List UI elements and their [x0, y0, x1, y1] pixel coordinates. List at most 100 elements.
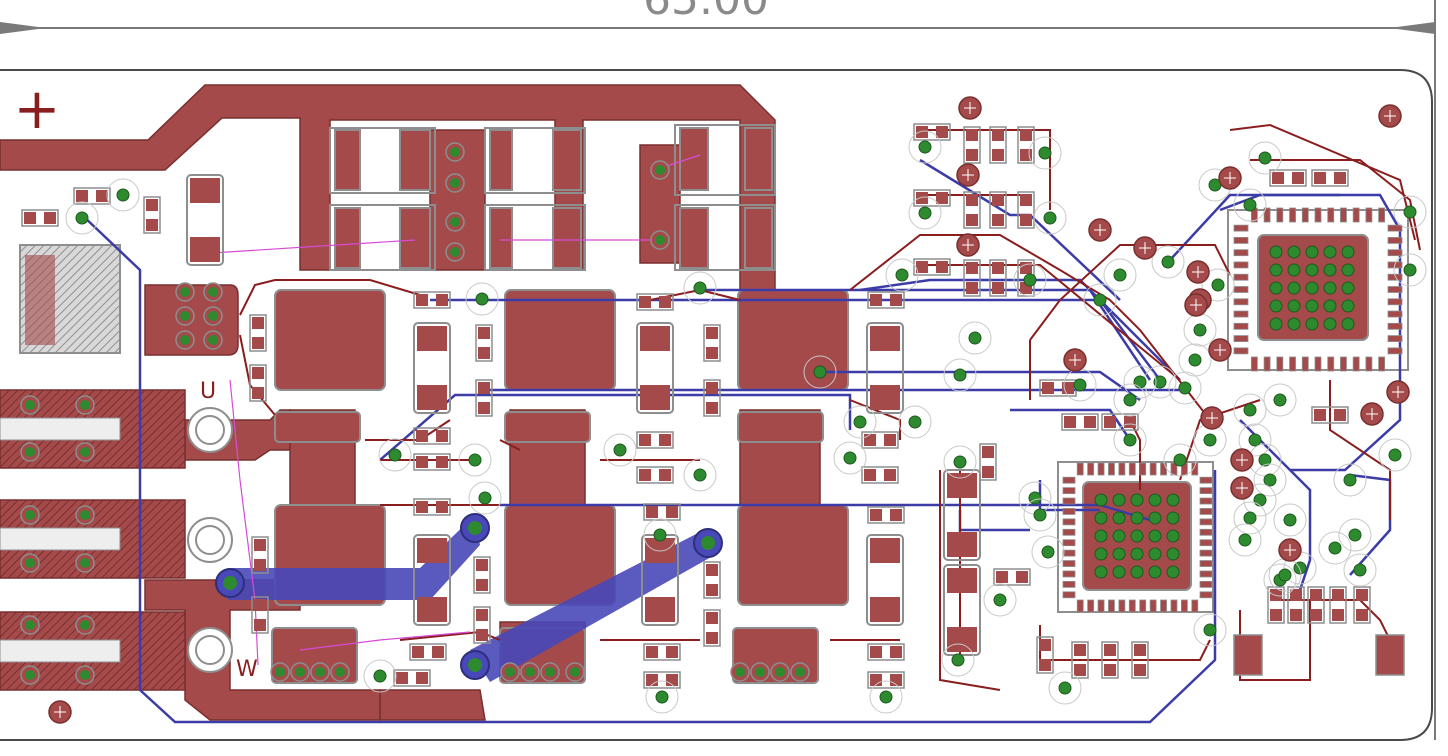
- smd-capacitor: [703, 324, 721, 362]
- marker-pad: [1360, 402, 1384, 426]
- via: [1263, 383, 1297, 417]
- via: [1233, 393, 1267, 427]
- smd-resistor: [413, 291, 451, 309]
- smd-resistor: [867, 643, 905, 661]
- marker-pad: [1063, 348, 1087, 372]
- via: [898, 405, 932, 439]
- via: [1063, 368, 1097, 402]
- smd-capacitor: [1131, 641, 1149, 679]
- marker-pads: [48, 96, 1410, 724]
- via: [106, 178, 140, 212]
- via: [1123, 365, 1157, 399]
- smd-capacitor: [703, 609, 721, 647]
- smd-capacitor: [703, 379, 721, 417]
- via: [833, 441, 867, 475]
- smd-resistor: [636, 431, 674, 449]
- via: [1163, 443, 1197, 477]
- smd-resistor: [913, 258, 951, 276]
- dimension-label: 65.00: [643, 0, 769, 25]
- marker-pad: [1133, 236, 1157, 260]
- marker-pad: [1186, 260, 1210, 284]
- via: [1178, 343, 1212, 377]
- smd-capacitor: [989, 259, 1007, 297]
- smd-capacitor: [989, 191, 1007, 229]
- bottom-pour: [228, 515, 720, 682]
- smd-resistor: [636, 466, 674, 484]
- via: [1273, 503, 1307, 537]
- silkscreen-labels: + U W: [14, 77, 258, 682]
- via: [1018, 481, 1052, 515]
- via: [1243, 483, 1277, 517]
- via: [458, 443, 492, 477]
- smd-diode: [943, 469, 981, 561]
- smd-resistor: [1101, 413, 1139, 431]
- smd-diode: [413, 534, 451, 626]
- capacitor-bank: [329, 124, 776, 271]
- smd-resistor: [867, 671, 905, 689]
- smd-resistor: [867, 291, 905, 309]
- smd-resistor: [1061, 413, 1099, 431]
- plus-label: +: [14, 77, 61, 142]
- smd-capacitor: [1329, 586, 1347, 624]
- smd-resistor: [643, 671, 681, 689]
- marker-pad: [956, 163, 980, 187]
- via: [1168, 371, 1202, 405]
- via: [1378, 438, 1412, 472]
- smd-capacitor: [1071, 641, 1089, 679]
- via: [645, 680, 679, 714]
- smd-capacitor: [1353, 586, 1371, 624]
- smd-resistor: [413, 453, 451, 471]
- smd-capacitor: [251, 536, 269, 574]
- marker-pad: [1278, 538, 1302, 562]
- via: [1013, 263, 1047, 297]
- marker-pad: [48, 700, 72, 724]
- phase-w-label: W: [236, 657, 258, 682]
- smd-capacitor: [473, 606, 491, 644]
- smd-resistor: [413, 427, 451, 445]
- smd-capacitor: [1101, 641, 1119, 679]
- via: [1248, 443, 1282, 477]
- smd-capacitor: [475, 379, 493, 417]
- smd-resistor: [1311, 406, 1349, 424]
- smd-capacitor: [963, 259, 981, 297]
- via: [1048, 671, 1082, 705]
- smd-capacitor: [1017, 191, 1035, 229]
- via: [983, 583, 1017, 617]
- via: [65, 201, 99, 235]
- smd-resistor: [913, 189, 951, 207]
- marker-pad: [1088, 218, 1112, 242]
- vias: [65, 130, 1427, 714]
- smd-resistor: [867, 506, 905, 524]
- via: [1083, 283, 1117, 317]
- smd-resistor: [1039, 379, 1077, 397]
- marker-pad: [958, 96, 982, 120]
- smd-resistor: [636, 293, 674, 311]
- via: [1113, 383, 1147, 417]
- via: [1318, 531, 1352, 565]
- via: [869, 680, 903, 714]
- smd-resistor: [1269, 169, 1307, 187]
- smd-resistor: [409, 643, 447, 661]
- via: [363, 659, 397, 693]
- smd-capacitor: [249, 364, 267, 402]
- via: [683, 271, 717, 305]
- marker-pad: [1208, 338, 1232, 362]
- smd-capacitor: [475, 324, 493, 362]
- smd-diode: [636, 322, 674, 414]
- smd-diode: [413, 322, 451, 414]
- via: [465, 282, 499, 316]
- via: [1033, 201, 1067, 235]
- connector-pad: [1233, 634, 1263, 676]
- smd-diode: [943, 564, 981, 656]
- via: [643, 518, 677, 552]
- via: [1151, 245, 1185, 279]
- marker-pad: [1386, 380, 1410, 404]
- via: [958, 321, 992, 355]
- via: [1031, 535, 1065, 569]
- via: [885, 258, 919, 292]
- via: [1103, 258, 1137, 292]
- via: [1233, 501, 1267, 535]
- smd-capacitor: [1036, 636, 1054, 674]
- marker-pad: [1378, 104, 1402, 128]
